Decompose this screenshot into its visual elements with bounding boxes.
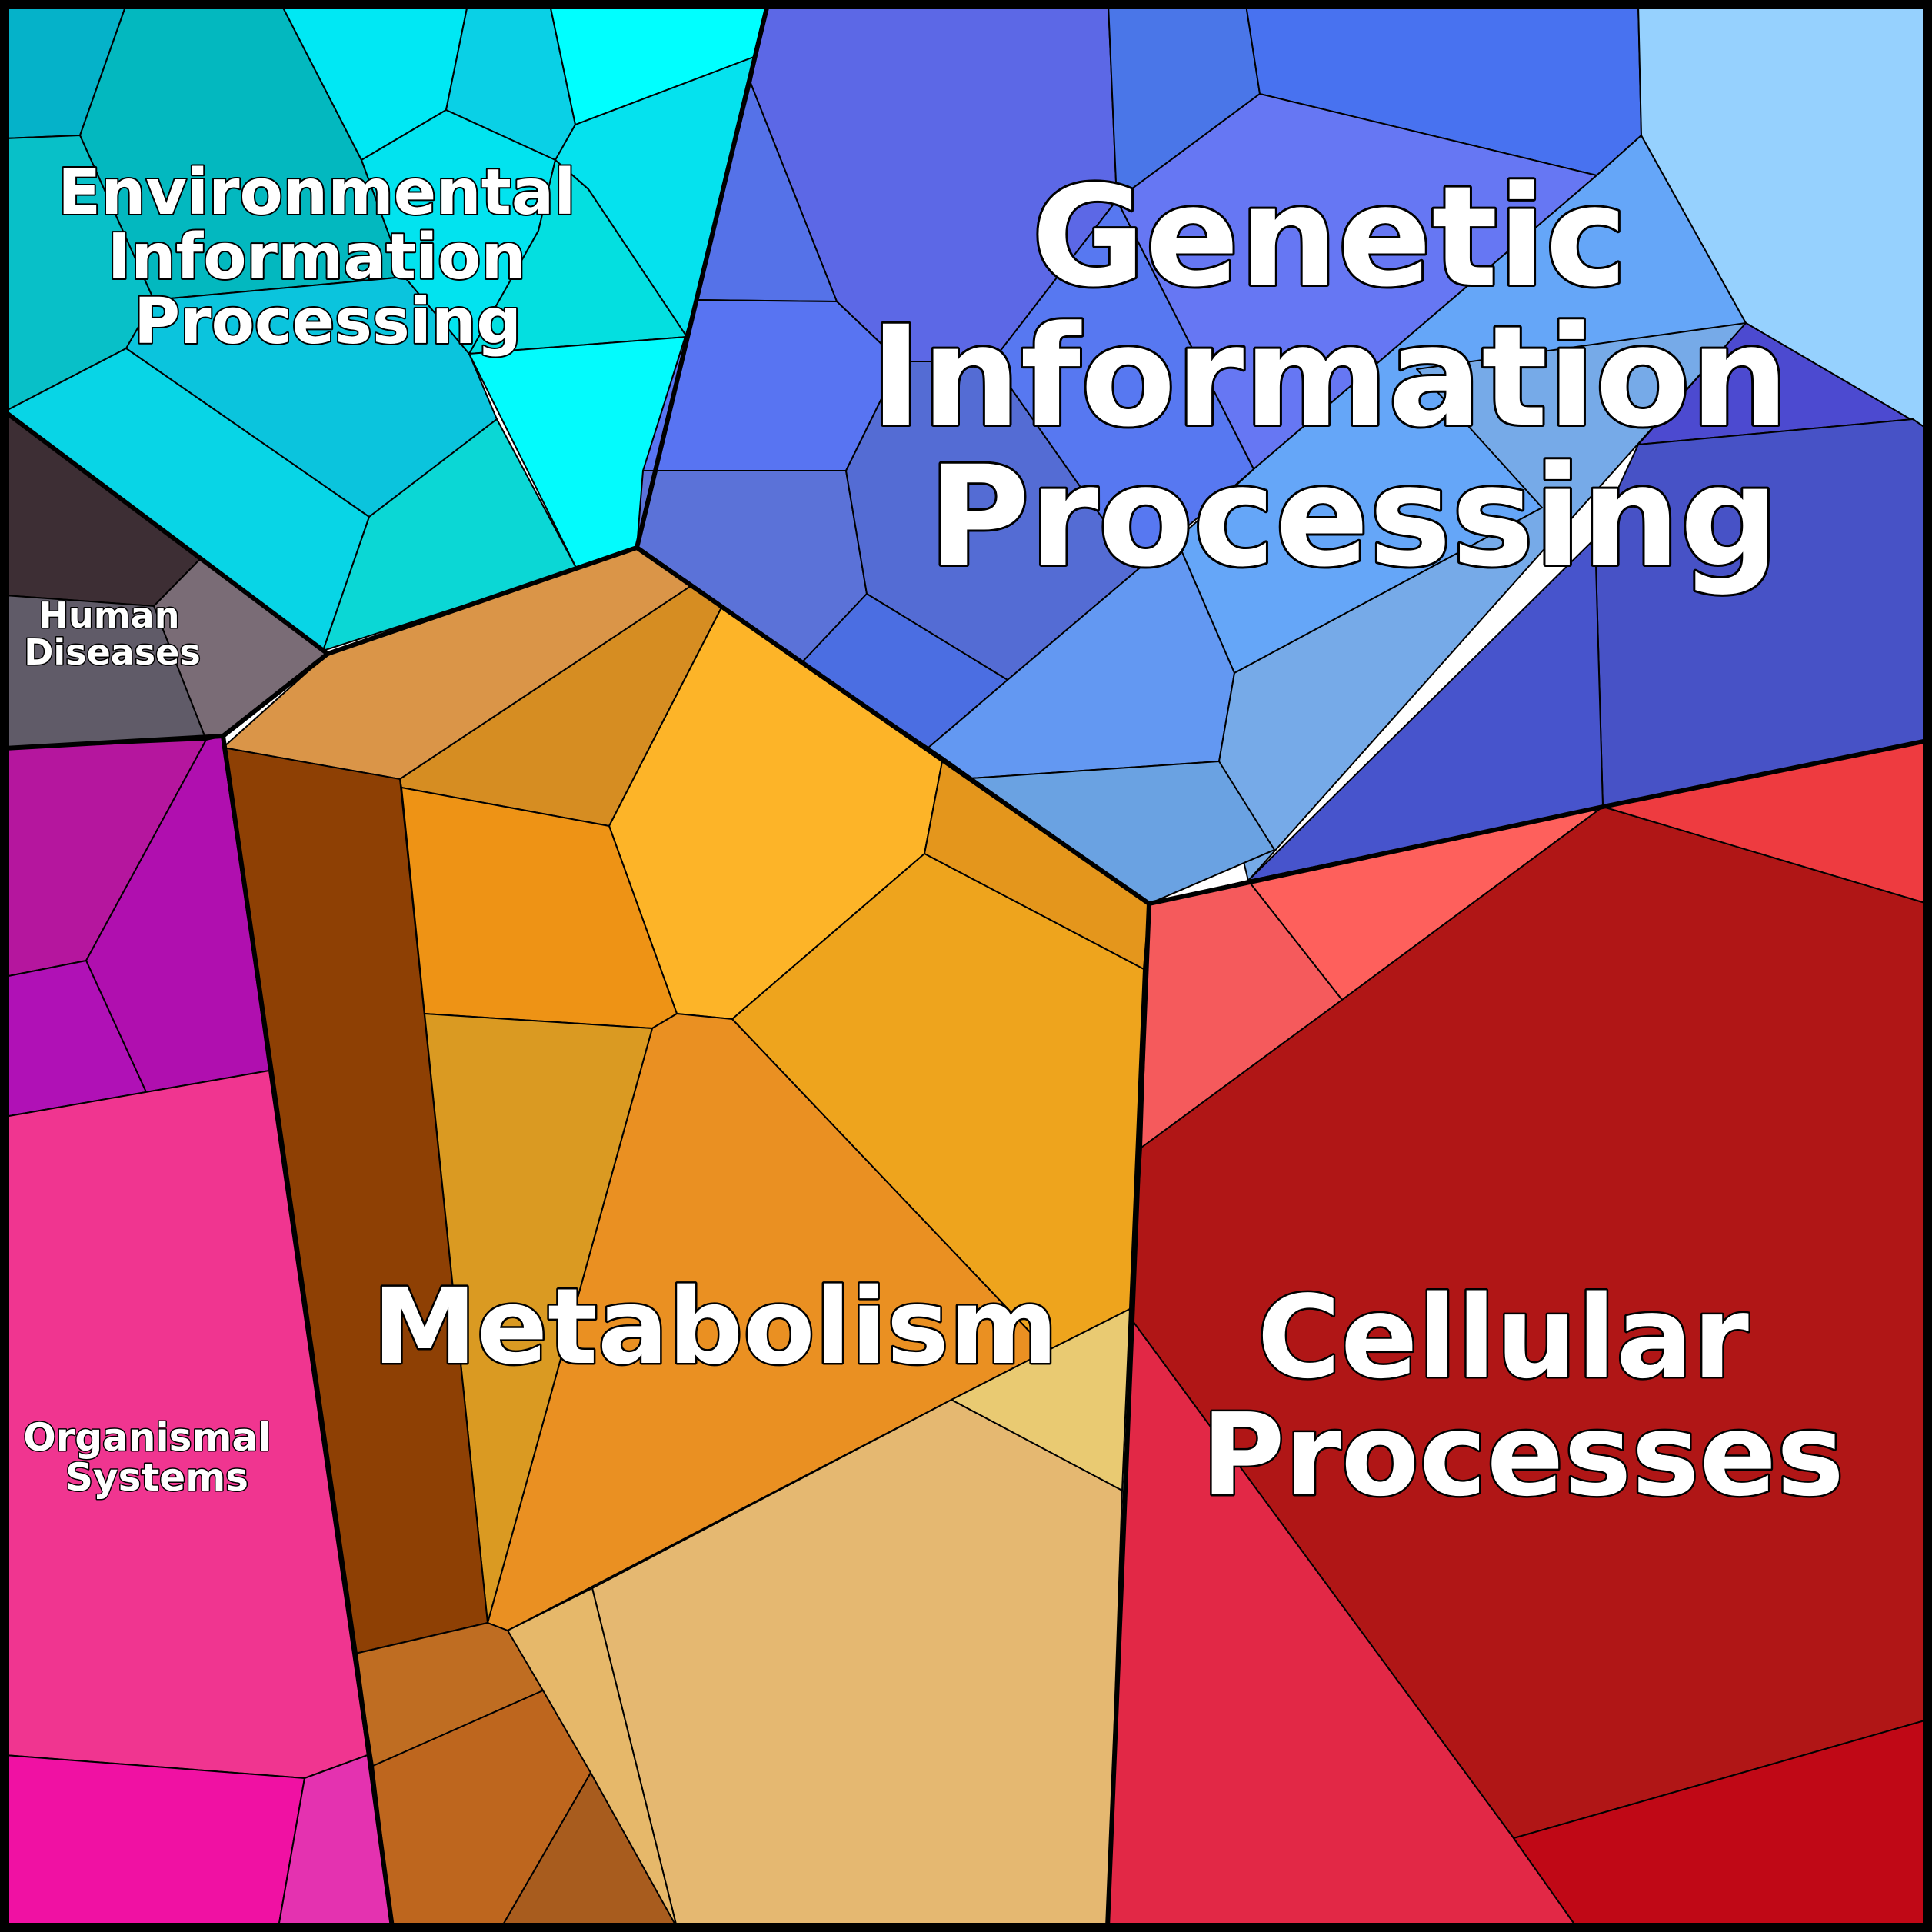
environmental-border xyxy=(3,4,770,656)
label-cellular-line-2: Processes xyxy=(1201,1389,1844,1521)
metabolism-genetic-border xyxy=(635,545,1928,906)
label-human-diseases-line-2: Diseases xyxy=(24,631,201,673)
metabolism-cellular-border xyxy=(1105,903,1151,1928)
label-metabolism: Metabolism xyxy=(372,1267,1058,1388)
organismal-border xyxy=(221,735,395,1928)
organismal-systems-region xyxy=(4,735,393,1928)
label-cellular: Cellular Processes xyxy=(1201,1271,1844,1521)
label-environmental-line-1: Environmental xyxy=(58,156,575,229)
environmental-cell xyxy=(468,159,688,355)
label-human-diseases: Human Diseases xyxy=(24,595,201,673)
organismal-cell xyxy=(4,1754,305,1928)
label-environmental-line-2: Information xyxy=(108,221,526,294)
genetic-information-processing-region xyxy=(636,4,1928,904)
label-genetic: Genetic Information Processing xyxy=(870,157,1837,598)
group-borders xyxy=(3,4,1928,1928)
label-organismal: Organismal Systems xyxy=(23,1415,285,1500)
label-environmental: Environmental Information Processing xyxy=(58,156,598,358)
labels: Genetic Information Processing Environme… xyxy=(22,155,1847,1524)
label-human-diseases-line-1: Human xyxy=(39,595,180,636)
label-genetic-line-3: Processing xyxy=(928,437,1779,598)
treemap-cells xyxy=(4,4,1928,1928)
label-organismal-line-1: Organismal xyxy=(23,1415,271,1460)
environmental-information-processing-region xyxy=(4,4,768,651)
label-cellular-line-1: Cellular xyxy=(1257,1271,1749,1404)
label-environmental-line-3: Processing xyxy=(134,285,521,358)
label-genetic-line-1: Genetic xyxy=(1031,157,1627,318)
label-organismal-line-2: Systems xyxy=(65,1455,248,1500)
label-genetic-line-2: Information xyxy=(870,297,1788,458)
label-metabolism-line-1: Metabolism xyxy=(372,1267,1058,1388)
human-diseases-region xyxy=(4,411,328,749)
metabolism-region xyxy=(222,547,1150,1928)
cellular-processes-region xyxy=(1107,740,1928,1928)
